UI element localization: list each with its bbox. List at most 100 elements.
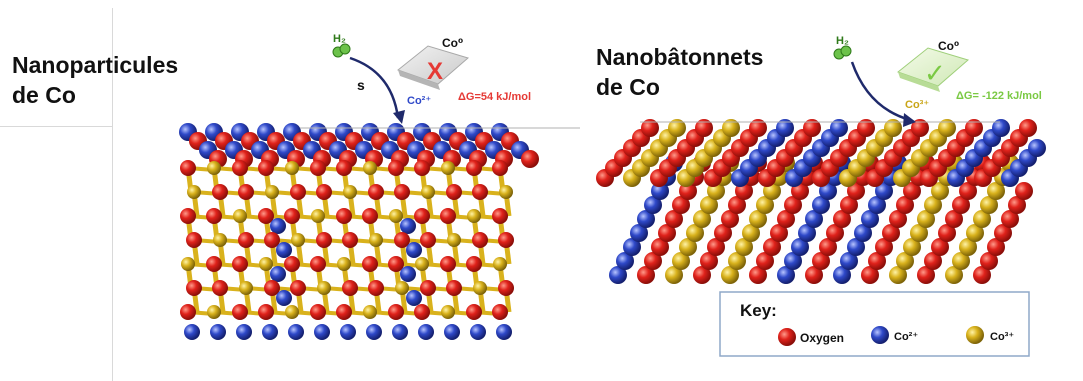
cobalt-ion bbox=[337, 257, 351, 271]
cobalt-ion bbox=[314, 324, 330, 340]
cobalt-ion bbox=[868, 196, 886, 214]
oxygen-atom bbox=[342, 280, 358, 296]
oxygen-atom bbox=[336, 160, 352, 176]
nanorod-reaction: H₂ ✓ Co⁰ Co³⁺ ΔG= -122 kJ/mol bbox=[833, 35, 1042, 127]
cobalt-ion bbox=[493, 257, 507, 271]
oxygen-atom bbox=[644, 252, 662, 270]
cobalt-ion bbox=[686, 224, 704, 242]
cobalt-ion bbox=[262, 324, 278, 340]
cobalt-ion bbox=[239, 281, 253, 295]
oxygen-atom bbox=[186, 232, 202, 248]
oxygen-atom bbox=[980, 252, 998, 270]
nanoparticles-heading: Nanoparticules de Co bbox=[12, 50, 178, 110]
cobalt-ion bbox=[447, 233, 461, 247]
oxygen-atom bbox=[931, 238, 949, 256]
oxygen-atom bbox=[420, 280, 436, 296]
reaction-arrow bbox=[850, 61, 911, 122]
cobalt-ion bbox=[444, 324, 460, 340]
oxygen-atom bbox=[212, 184, 228, 200]
cobalt-ion bbox=[784, 252, 802, 270]
oxygen-atom bbox=[1008, 196, 1026, 214]
oxygen-atom bbox=[695, 119, 713, 137]
vertical-divider bbox=[112, 8, 113, 381]
oxygen-atom bbox=[826, 224, 844, 242]
oxygen-atom bbox=[498, 280, 514, 296]
oxygen-atom bbox=[388, 256, 404, 272]
cobalt-ion bbox=[952, 252, 970, 270]
legend-title: Key: bbox=[740, 301, 777, 320]
cobalt-ion bbox=[210, 324, 226, 340]
cobalt-ion bbox=[400, 266, 416, 282]
oxygen-atom bbox=[896, 196, 914, 214]
cobalt-ion bbox=[861, 210, 879, 228]
cobalt-ion bbox=[421, 185, 435, 199]
nanorod-crystal bbox=[596, 119, 1046, 284]
oxygen-atom bbox=[388, 304, 404, 320]
arrow-head-icon bbox=[393, 110, 405, 124]
cobalt-ion bbox=[288, 324, 304, 340]
nanorods-heading: Nanobâtonnets de Co bbox=[596, 42, 763, 102]
cobalt-ion bbox=[623, 238, 641, 256]
cobalt-ion bbox=[311, 209, 325, 223]
oxygen-atom bbox=[414, 160, 430, 176]
oxygen-atom bbox=[394, 184, 410, 200]
cobalt-ion bbox=[389, 209, 403, 223]
cobalt-ion bbox=[812, 196, 830, 214]
cobalt-ion bbox=[187, 185, 201, 199]
oxygen-atom bbox=[911, 119, 929, 137]
cobalt-ion bbox=[700, 196, 718, 214]
cobalt-ion bbox=[903, 238, 921, 256]
energy-label: ΔG=54 kJ/mol bbox=[458, 91, 531, 103]
oxygen-atom bbox=[1015, 182, 1033, 200]
cobalt-ion bbox=[270, 218, 286, 234]
oxygen-atom bbox=[362, 208, 378, 224]
oxygen-atom bbox=[310, 256, 326, 272]
oxygen-atom bbox=[232, 304, 248, 320]
cobalt-ion bbox=[875, 182, 893, 200]
oxygen-atom bbox=[903, 182, 921, 200]
oxygen-atom bbox=[658, 224, 676, 242]
oxygen-atom bbox=[749, 266, 767, 284]
oxygen-atom bbox=[206, 256, 222, 272]
oxygen-atom bbox=[472, 184, 488, 200]
cobalt-ion bbox=[369, 233, 383, 247]
nanorods-heading-line1: Nanobâtonnets bbox=[596, 44, 764, 70]
cobalt-ion bbox=[973, 210, 991, 228]
cobalt-ion bbox=[854, 224, 872, 242]
oxygen-atom bbox=[232, 256, 248, 272]
cobalt-ion bbox=[213, 233, 227, 247]
oxygen-atom bbox=[777, 210, 795, 228]
oxygen-atom bbox=[264, 280, 280, 296]
legend-oxygen-label: Oxygen bbox=[800, 331, 844, 345]
oxygen-atom bbox=[952, 196, 970, 214]
energy-barrier-icon bbox=[396, 45, 470, 90]
cobalt-ion bbox=[473, 281, 487, 295]
energy-barrier-icon bbox=[896, 47, 970, 92]
cobalt-ion bbox=[791, 238, 809, 256]
oxygen-atom bbox=[258, 208, 274, 224]
cobalt-ion bbox=[931, 182, 949, 200]
oxygen-atom bbox=[290, 184, 306, 200]
oxygen-atom bbox=[420, 232, 436, 248]
oxygen-atom bbox=[284, 208, 300, 224]
oxygen-atom bbox=[973, 266, 991, 284]
oxygen-atom bbox=[368, 280, 384, 296]
cobalt-ion bbox=[270, 266, 286, 282]
oxygen-atom bbox=[672, 196, 690, 214]
oxygen-atom bbox=[987, 238, 1005, 256]
oxygen-atom bbox=[336, 304, 352, 320]
cobalt-ion bbox=[395, 281, 409, 295]
oxygen-atom bbox=[206, 208, 222, 224]
fail-mark-icon: X bbox=[427, 58, 443, 85]
cobalt-ion bbox=[496, 324, 512, 340]
cobalt-ion bbox=[966, 224, 984, 242]
cobalt-ion bbox=[441, 161, 455, 175]
nanoparticle-crystal bbox=[179, 123, 580, 340]
cobalt-ion bbox=[847, 238, 865, 256]
oxygen-atom bbox=[492, 304, 508, 320]
cobalt-ion bbox=[363, 305, 377, 319]
oxygen-atom bbox=[812, 252, 830, 270]
oxygen-atom bbox=[707, 238, 725, 256]
cobalt-ion bbox=[363, 161, 377, 175]
